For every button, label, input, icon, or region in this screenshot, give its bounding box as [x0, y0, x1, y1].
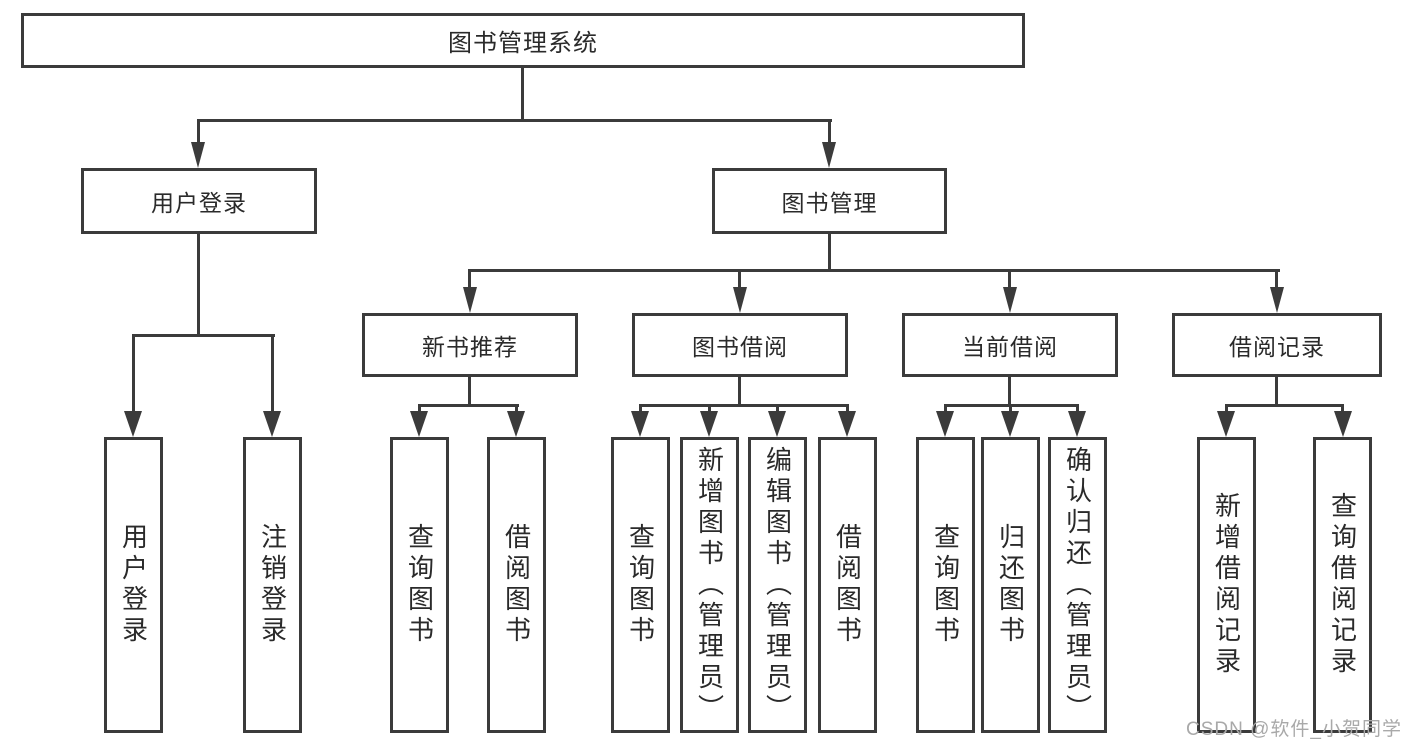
arrow-down-icon — [733, 287, 747, 313]
arrow-down-icon — [463, 287, 477, 313]
connector-drop-current-borrow — [1008, 269, 1011, 290]
node-new-book-recommend-label: 新书推荐 — [422, 334, 518, 360]
connector-drop-leaf — [1076, 404, 1079, 415]
arrow-down-icon — [1217, 411, 1235, 437]
leaf-return-books: 归还图书 — [981, 437, 1040, 733]
node-system-root-label: 图书管理系统 — [448, 30, 598, 57]
arrow-down-icon — [838, 411, 856, 437]
leaf-query-borrow-record: 查询借阅记录 — [1313, 437, 1372, 733]
leaf-query-books-current-label: 查询图书 — [930, 523, 961, 647]
connector-drop-user-login — [197, 119, 200, 146]
node-user-login: 用户登录 — [81, 168, 317, 234]
node-user-login-label: 用户登录 — [151, 190, 247, 216]
node-current-borrow: 当前借阅 — [902, 313, 1118, 377]
connector-current-borrow-trunk — [1008, 377, 1011, 407]
connector-new-book-recommend-rail — [418, 404, 519, 407]
connector-book-management-trunk — [828, 234, 831, 272]
arrow-down-icon — [1003, 287, 1017, 313]
leaf-query-books-borrow: 查询图书 — [611, 437, 670, 733]
connector-drop-leaf — [418, 404, 421, 415]
connector-drop-leaf — [846, 404, 849, 415]
node-current-borrow-label: 当前借阅 — [962, 334, 1058, 360]
leaf-add-borrow-record: 新增借阅记录 — [1197, 437, 1256, 733]
connector-drop-leaf — [708, 404, 711, 415]
node-book-borrow-label: 图书借阅 — [692, 334, 788, 360]
leaf-logout-label: 注销登录 — [257, 523, 288, 647]
connector-user-login-rail — [132, 334, 275, 337]
leaf-user-login-label: 用户登录 — [118, 523, 149, 647]
connector-root-trunk — [521, 68, 524, 121]
leaf-borrow-books-recommend: 借阅图书 — [487, 437, 546, 733]
connector-drop-leaf — [1009, 404, 1012, 415]
connector-drop-leaf — [1341, 404, 1344, 415]
leaf-edit-books-admin: 编辑图书（管理员） — [748, 437, 807, 733]
arrow-down-icon — [700, 411, 718, 437]
leaf-borrow-books-borrow: 借阅图书 — [818, 437, 877, 733]
arrow-down-icon — [263, 411, 281, 437]
connector-book-borrow-trunk — [738, 377, 741, 407]
arrow-down-icon — [507, 411, 525, 437]
node-borrow-records-label: 借阅记录 — [1229, 334, 1325, 360]
arrow-down-icon — [191, 142, 205, 168]
leaf-logout: 注销登录 — [243, 437, 302, 733]
connector-drop-borrow-records — [1275, 269, 1278, 290]
node-book-management-label: 图书管理 — [781, 190, 878, 216]
arrow-down-icon — [1068, 411, 1086, 437]
leaf-query-books-recommend-label: 查询图书 — [404, 523, 435, 647]
leaf-return-books-label: 归还图书 — [995, 523, 1026, 647]
leaf-edit-books-admin-label: 编辑图书（管理员） — [762, 445, 793, 725]
connector-drop-leaf-user-login — [132, 334, 135, 413]
connector-user-login-trunk — [197, 234, 200, 337]
node-book-borrow: 图书借阅 — [632, 313, 848, 377]
leaf-query-borrow-record-label: 查询借阅记录 — [1327, 492, 1358, 678]
connector-level3-rail — [468, 269, 1280, 272]
leaf-query-books-recommend: 查询图书 — [390, 437, 449, 733]
connector-drop-leaf — [1225, 404, 1228, 415]
arrow-down-icon — [936, 411, 954, 437]
connector-book-borrow-rail — [639, 404, 849, 407]
connector-level2-rail — [197, 119, 832, 122]
arrow-down-icon — [1270, 287, 1284, 313]
node-system-root: 图书管理系统 — [21, 13, 1025, 68]
leaf-confirm-return-admin: 确认归还（管理员） — [1048, 437, 1107, 733]
leaf-user-login: 用户登录 — [104, 437, 163, 733]
leaf-confirm-return-admin-label: 确认归还（管理员） — [1062, 445, 1093, 725]
connector-drop-leaf — [515, 404, 518, 415]
arrow-down-icon — [1001, 411, 1019, 437]
leaf-borrow-books-borrow-label: 借阅图书 — [832, 523, 863, 647]
node-borrow-records: 借阅记录 — [1172, 313, 1382, 377]
leaf-add-borrow-record-label: 新增借阅记录 — [1211, 492, 1242, 678]
connector-drop-leaf-logout — [271, 334, 274, 413]
arrow-down-icon — [768, 411, 786, 437]
arrow-down-icon — [631, 411, 649, 437]
connector-drop-leaf — [639, 404, 642, 415]
connector-borrow-records-rail — [1225, 404, 1344, 407]
arrow-down-icon — [124, 411, 142, 437]
node-book-management: 图书管理 — [712, 168, 947, 234]
connector-drop-book-management — [828, 119, 831, 146]
leaf-add-books-admin-label: 新增图书（管理员） — [694, 445, 725, 725]
leaf-add-books-admin: 新增图书（管理员） — [680, 437, 739, 733]
arrow-down-icon — [822, 142, 836, 168]
leaf-query-books-borrow-label: 查询图书 — [625, 523, 656, 647]
connector-drop-new-book-recommend — [468, 269, 471, 290]
leaf-query-books-current: 查询图书 — [916, 437, 975, 733]
connector-drop-book-borrow — [738, 269, 741, 290]
arrow-down-icon — [410, 411, 428, 437]
connector-new-book-recommend-trunk — [468, 377, 471, 407]
arrow-down-icon — [1334, 411, 1352, 437]
connector-drop-leaf — [776, 404, 779, 415]
watermark: CSDN @软件_小贺同学 — [1186, 719, 1402, 740]
node-new-book-recommend: 新书推荐 — [362, 313, 578, 377]
connector-borrow-records-trunk — [1275, 377, 1278, 407]
leaf-borrow-books-recommend-label: 借阅图书 — [501, 523, 532, 647]
connector-drop-leaf — [944, 404, 947, 415]
